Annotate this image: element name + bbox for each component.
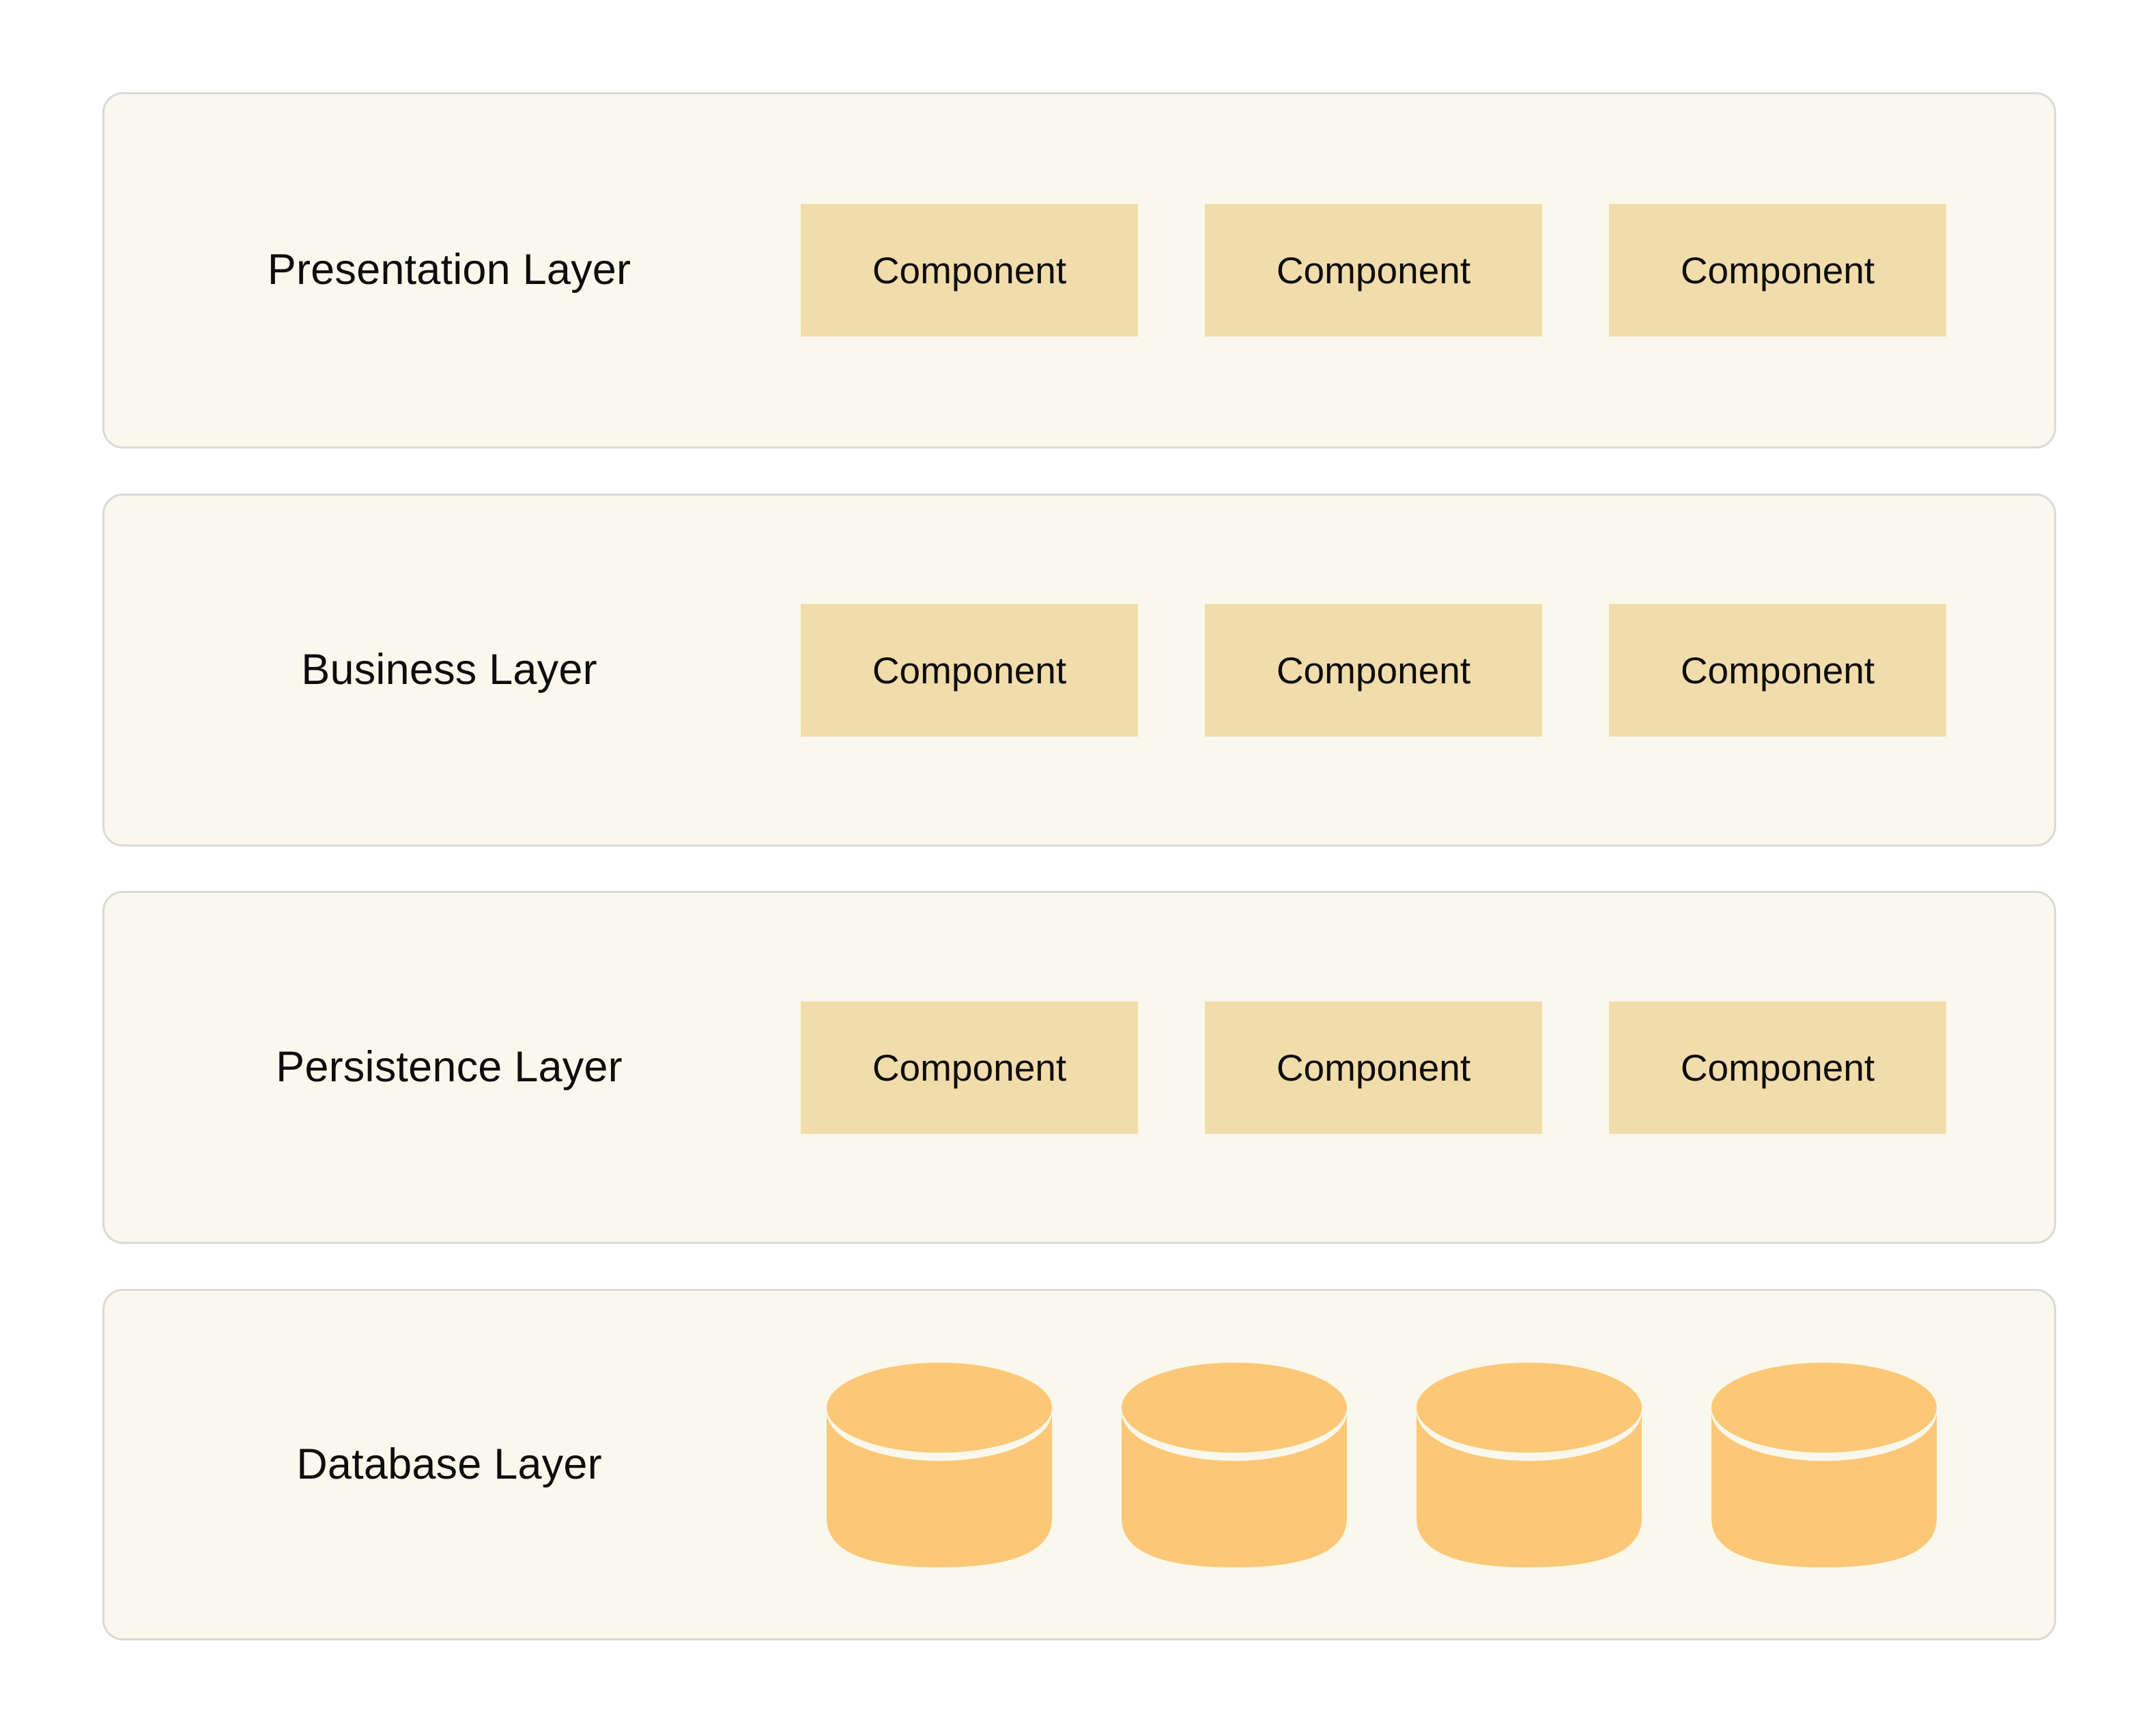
component-box-label: Component xyxy=(872,249,1067,291)
layer-label-business: Business Layer xyxy=(301,645,597,694)
database-cylinder-icon[interactable] xyxy=(1711,1362,1937,1567)
component-box[interactable]: Component xyxy=(1205,1001,1542,1134)
database-cylinder-icon[interactable] xyxy=(1122,1362,1347,1567)
layer-panel-business: Business Layer Component Component Compo… xyxy=(102,494,2056,846)
component-row-persistence: Component Component Component xyxy=(801,1001,1946,1134)
layer-label-presentation: Presentation Layer xyxy=(267,246,631,294)
component-box[interactable]: Component xyxy=(1609,603,1946,737)
component-box[interactable]: Component xyxy=(801,1001,1138,1134)
layer-panel-persistence: Persistence Layer Component Component Co… xyxy=(102,891,2056,1244)
component-box-label: Component xyxy=(1276,649,1471,692)
component-box-label: Component xyxy=(1276,249,1471,291)
component-box-label: Component xyxy=(872,649,1067,692)
component-box[interactable]: Component xyxy=(1205,603,1542,737)
component-box[interactable]: Component xyxy=(801,603,1138,737)
database-cylinder-icon[interactable] xyxy=(1417,1362,1642,1567)
component-box-label: Component xyxy=(1680,649,1875,692)
component-box-label: Component xyxy=(1680,249,1875,291)
layer-label-persistence: Persistence Layer xyxy=(276,1042,623,1091)
component-row-presentation: Component Component Component xyxy=(801,204,1946,337)
layer-label-database: Database Layer xyxy=(296,1440,602,1488)
component-box-label: Component xyxy=(872,1046,1067,1089)
component-box[interactable]: Component xyxy=(801,204,1138,337)
component-box[interactable]: Component xyxy=(1609,1001,1946,1134)
layer-panel-presentation: Presentation Layer Component Component C… xyxy=(102,92,2056,449)
component-box[interactable]: Component xyxy=(1205,204,1542,337)
component-row-business: Component Component Component xyxy=(801,603,1946,737)
database-cylinder-row xyxy=(827,1362,1937,1567)
component-box[interactable]: Component xyxy=(1609,204,1946,337)
layer-panel-database: Database Layer xyxy=(102,1289,2056,1640)
component-box-label: Component xyxy=(1276,1046,1471,1089)
component-box-label: Component xyxy=(1680,1046,1875,1089)
database-cylinder-icon[interactable] xyxy=(827,1362,1052,1567)
